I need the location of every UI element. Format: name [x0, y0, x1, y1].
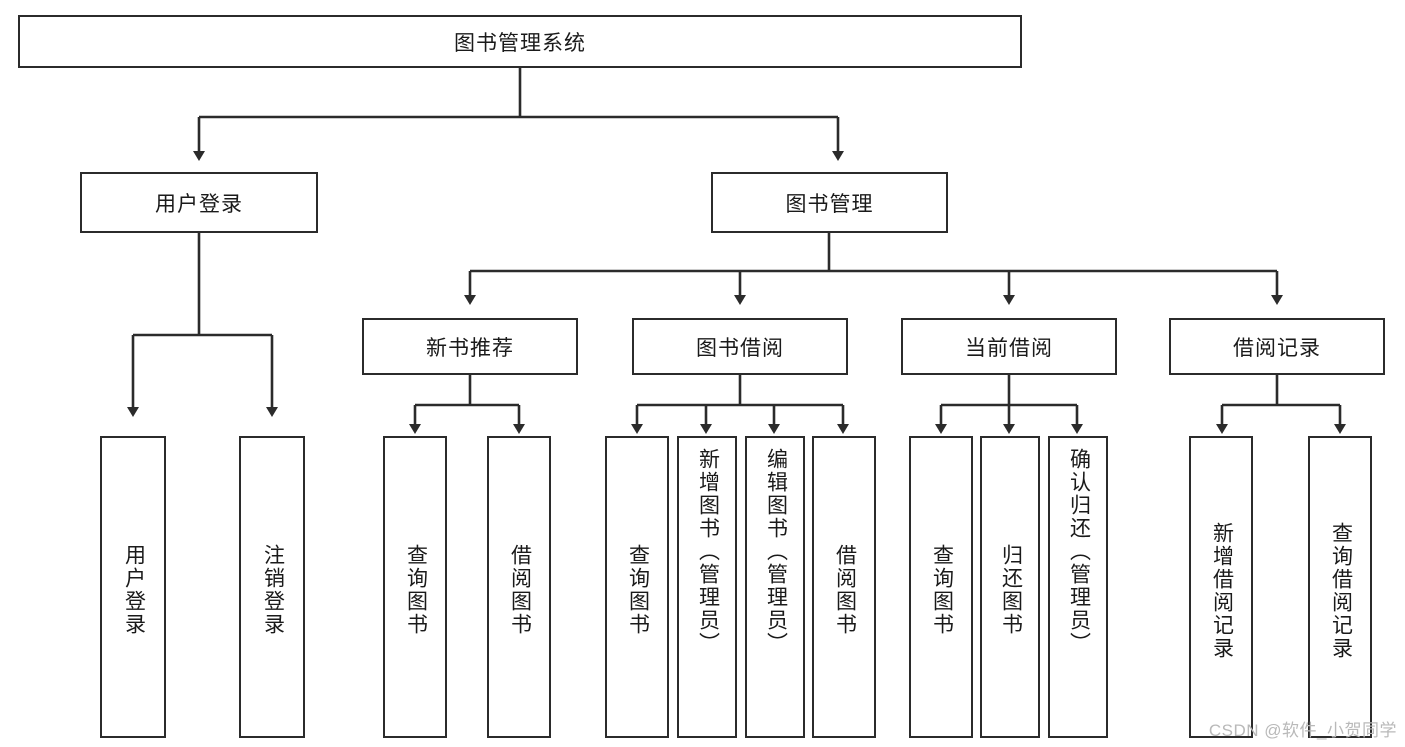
- node-leaf-borrow-book-2-label: 借阅图书: [833, 544, 857, 636]
- csdn-watermark: CSDN @软件_小贺同学: [1208, 721, 1397, 740]
- node-leaf-user-logout-label: 注销登录: [261, 544, 285, 636]
- node-leaf-query-book-2[interactable]: 查询图书: [605, 436, 669, 738]
- node-leaf-confirm-return[interactable]: 确认归还（管理员）: [1048, 436, 1108, 738]
- node-root[interactable]: 图书管理系统: [18, 15, 1022, 68]
- node-leaf-add-book-label: 新增图书（管理员）: [696, 448, 720, 655]
- node-leaf-query-book-2-label: 查询图书: [626, 544, 650, 636]
- node-leaf-edit-book-label: 编辑图书（管理员）: [764, 448, 788, 655]
- node-borrow-record[interactable]: 借阅记录: [1169, 318, 1385, 375]
- node-leaf-return-book-label: 归还图书: [999, 544, 1023, 636]
- node-leaf-query-book-3-label: 查询图书: [930, 544, 954, 636]
- node-book-management-label: 图书管理: [785, 192, 874, 216]
- node-new-book-recommend-label: 新书推荐: [426, 336, 514, 360]
- node-leaf-return-book[interactable]: 归还图书: [980, 436, 1040, 738]
- node-leaf-query-book-3[interactable]: 查询图书: [909, 436, 973, 738]
- node-book-borrow-label: 图书借阅: [696, 336, 784, 360]
- node-leaf-edit-book[interactable]: 编辑图书（管理员）: [745, 436, 805, 738]
- node-leaf-borrow-book-1-label: 借阅图书: [508, 544, 532, 636]
- node-leaf-query-book-1[interactable]: 查询图书: [383, 436, 447, 738]
- node-leaf-borrow-book-2[interactable]: 借阅图书: [812, 436, 876, 738]
- node-leaf-user-logout[interactable]: 注销登录: [239, 436, 305, 738]
- node-root-label: 图书管理系统: [454, 31, 586, 55]
- node-leaf-add-borrow-record[interactable]: 新增借阅记录: [1189, 436, 1253, 738]
- node-leaf-borrow-book-1[interactable]: 借阅图书: [487, 436, 551, 738]
- node-user-login-label: 用户登录: [155, 192, 243, 216]
- node-leaf-confirm-return-label: 确认归还（管理员）: [1067, 448, 1091, 655]
- node-book-management[interactable]: 图书管理: [711, 172, 948, 233]
- node-leaf-query-book-1-label: 查询图书: [404, 544, 428, 636]
- node-current-borrow[interactable]: 当前借阅: [901, 318, 1117, 375]
- node-borrow-record-label: 借阅记录: [1233, 336, 1321, 360]
- node-leaf-add-borrow-record-label: 新增借阅记录: [1210, 522, 1234, 660]
- node-user-login[interactable]: 用户登录: [80, 172, 318, 233]
- node-leaf-query-borrow-record-label: 查询借阅记录: [1329, 522, 1353, 660]
- node-leaf-add-book[interactable]: 新增图书（管理员）: [677, 436, 737, 738]
- node-book-borrow[interactable]: 图书借阅: [632, 318, 848, 375]
- node-leaf-user-login-label: 用户登录: [122, 544, 146, 636]
- node-new-book-recommend[interactable]: 新书推荐: [362, 318, 578, 375]
- node-leaf-query-borrow-record[interactable]: 查询借阅记录: [1308, 436, 1372, 738]
- node-current-borrow-label: 当前借阅: [965, 336, 1053, 360]
- node-leaf-user-login[interactable]: 用户登录: [100, 436, 166, 738]
